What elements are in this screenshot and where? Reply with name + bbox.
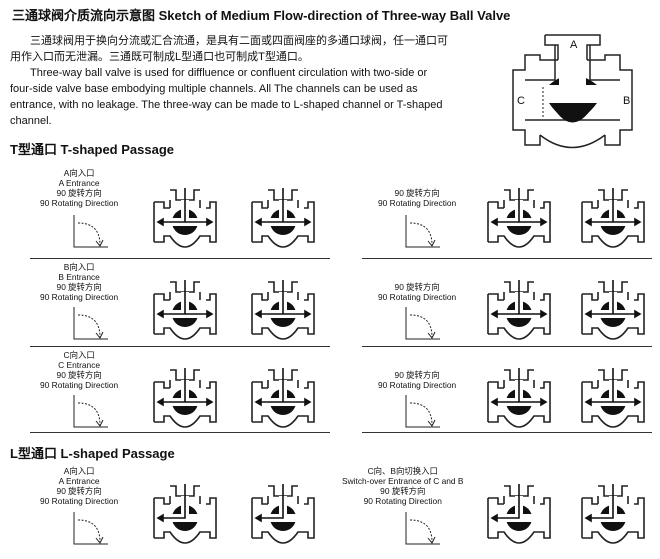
rotation-arc-icon: [70, 510, 110, 546]
row-divider: [362, 346, 652, 347]
l-section-title: L型通口 L-shaped Passage: [10, 446, 175, 461]
row-a-label: A向入口 A Entrance 90 旋转方向 90 Rotating Dire…: [40, 168, 119, 208]
valve-symbol: [484, 182, 554, 254]
valve-symbol: [248, 362, 318, 434]
port-b-label: B: [623, 95, 631, 107]
row-divider: [30, 346, 330, 347]
valve-symbol: [484, 478, 554, 550]
valve-cross-section-diagram: A B C: [505, 25, 640, 150]
row-c-label: C向入口 C Entrance 90 旋转方向 90 Rotating Dire…: [40, 350, 119, 390]
valve-symbol: [150, 478, 220, 550]
t-section-title: T型通口 T-shaped Passage: [10, 142, 174, 157]
rotation-arc-icon: [70, 305, 110, 341]
row-b-label: B向入口 B Entrance 90 旋转方向 90 Rotating Dire…: [40, 262, 119, 302]
intro-en: Three-way ball valve is used for difflue…: [10, 67, 443, 127]
row-b-right-label: 90 旋转方向 90 Rotating Direction: [378, 282, 457, 302]
intro-text: 三通球阀用于换向分流或汇合流通，是具有二面或四面阀座的多通口球阀，任一通口可用作…: [10, 33, 450, 129]
valve-symbol: [578, 182, 648, 254]
rotation-arc-icon: [70, 393, 110, 429]
row-divider: [362, 432, 652, 433]
row-l-switch-label: C向、B向切换入口 Switch-over Entrance of C and …: [342, 466, 464, 506]
rotation-arc-icon: [402, 305, 442, 341]
intro-cn: 三通球阀用于换向分流或汇合流通，是具有二面或四面阀座的多通口球阀，任一通口可用作…: [10, 35, 448, 63]
rotation-arc-icon: [402, 393, 442, 429]
page-title: 三通球阀介质流向示意图 Sketch of Medium Flow-direct…: [12, 8, 511, 23]
valve-symbol: [484, 274, 554, 346]
valve-symbol: [248, 274, 318, 346]
rotation-arc-icon: [70, 213, 110, 249]
row-a-right-label: 90 旋转方向 90 Rotating Direction: [378, 188, 457, 208]
valve-symbol: [248, 478, 318, 550]
valve-symbol: [578, 362, 648, 434]
valve-symbol: [578, 478, 648, 550]
valve-symbol: [150, 362, 220, 434]
rotation-arc-icon: [402, 510, 442, 546]
port-c-label: C: [517, 95, 525, 107]
row-divider: [362, 258, 652, 259]
rotation-arc-icon: [402, 213, 442, 249]
row-c-right-label: 90 旋转方向 90 Rotating Direction: [378, 370, 457, 390]
row-divider: [30, 258, 330, 259]
row-l-a-label: A向入口 A Entrance 90 旋转方向 90 Rotating Dire…: [40, 466, 119, 506]
row-divider: [30, 432, 330, 433]
valve-symbol: [150, 182, 220, 254]
valve-symbol: [150, 274, 220, 346]
valve-symbol: [484, 362, 554, 434]
port-a-label: A: [570, 39, 578, 51]
valve-symbol: [248, 182, 318, 254]
valve-symbol: [578, 274, 648, 346]
